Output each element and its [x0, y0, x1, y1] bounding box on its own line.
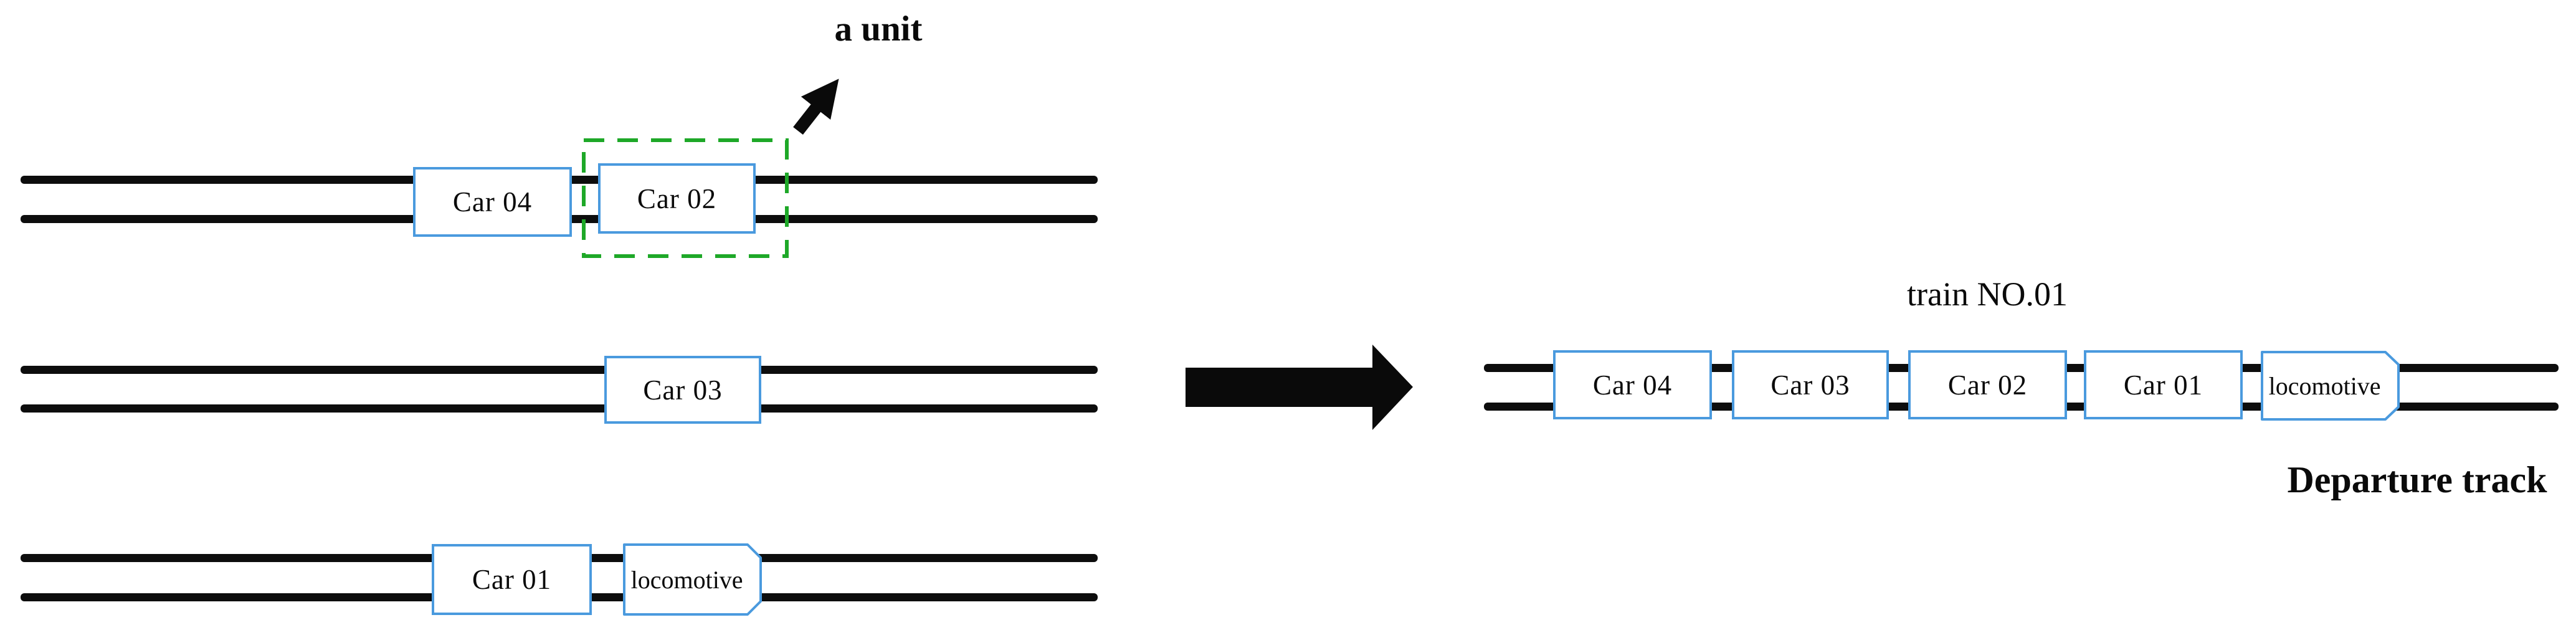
train-car-02-label: Car 02: [1947, 369, 2028, 401]
train-car-03: Car 03: [1732, 350, 1889, 419]
yard-car-03-label: Car 03: [643, 374, 723, 406]
yard-locomotive-label: locomotive: [630, 565, 743, 594]
yard-car-04: Car 04: [413, 167, 572, 237]
departure-track-label: Departure track: [2287, 459, 2547, 500]
yard-car-01-label: Car 01: [472, 564, 552, 595]
yard-locomotive: locomotive: [623, 543, 762, 616]
unit-selection-dashed-box: [582, 138, 789, 258]
yard-track2-rail-upper: [21, 366, 1098, 374]
train-locomotive: locomotive: [2261, 351, 2400, 421]
yard-car-02: Car 02: [598, 163, 756, 234]
train-locomotive-label: locomotive: [2268, 371, 2381, 400]
yard-car-04-label: Car 04: [452, 186, 533, 217]
unit-callout-arrow: [793, 79, 839, 135]
yard-locomotive-shape: [623, 543, 762, 616]
train-car-02: Car 02: [1908, 350, 2067, 419]
yard-car-01: Car 01: [432, 544, 592, 615]
train-car-01-label: Car 01: [2123, 369, 2203, 401]
yard-track2-rail-lower: [21, 404, 1098, 413]
yard-car-03: Car 03: [604, 356, 761, 424]
transform-arrow: [1186, 345, 1413, 430]
train-car-03-label: Car 03: [1770, 369, 1850, 401]
unit-label: a unit: [834, 9, 923, 49]
yard-car-02-label: Car 02: [637, 183, 717, 214]
train-car-04: Car 04: [1553, 350, 1712, 419]
train-car-04-label: Car 04: [1592, 369, 1673, 401]
train-locomotive-shape: [2261, 351, 2400, 421]
train-title: train NO.01: [1907, 275, 2068, 313]
train-car-01: Car 01: [2084, 350, 2243, 419]
